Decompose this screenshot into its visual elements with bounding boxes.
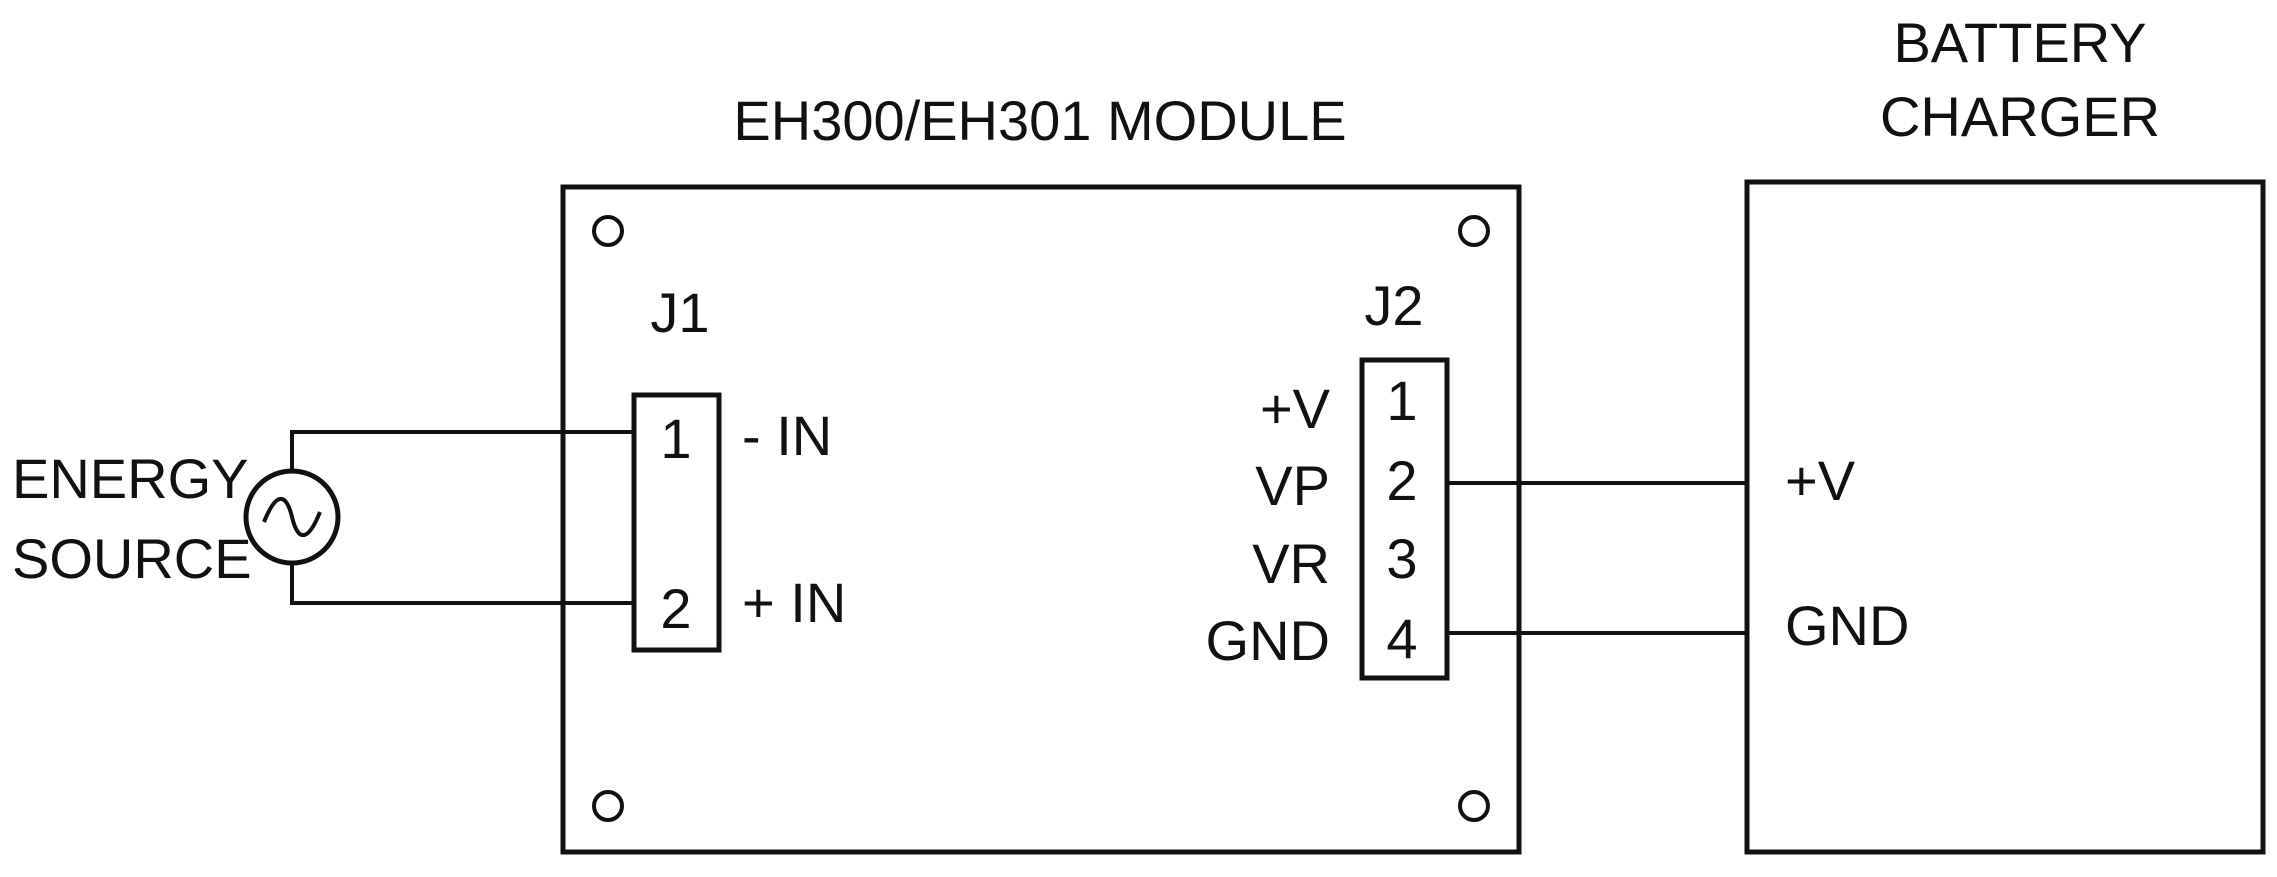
battery-charger-label-line1: BATTERY <box>1893 11 2146 74</box>
wire-source-to-j1-pin2 <box>290 563 634 605</box>
module-title: EH300/EH301 MODULE <box>733 89 1346 152</box>
charger-terminal-gnd: GND <box>1785 594 1909 657</box>
j1-pin-2-number: 2 <box>660 577 691 640</box>
j1-pin-1-number: 1 <box>660 407 691 470</box>
j2-pin-3-name: VR <box>1252 532 1330 595</box>
mounting-hole-bottom-right <box>1458 790 1490 822</box>
j2-connector <box>1359 357 1450 681</box>
energy-source-label-line2: SOURCE <box>12 527 252 590</box>
j2-pin-1-name: +V <box>1260 377 1331 440</box>
wire-source-to-j1-pin1 <box>290 430 634 471</box>
j2-label: J2 <box>1364 274 1423 337</box>
j2-pin-1-number: 1 <box>1386 369 1417 432</box>
mounting-hole-top-left <box>592 215 624 247</box>
charger-terminal-plus-v: +V <box>1785 449 1856 512</box>
mounting-hole-top-right <box>1458 215 1490 247</box>
energy-source-label-line1: ENERGY <box>12 447 249 510</box>
j1-connector <box>631 392 722 653</box>
j1-label: J1 <box>650 281 709 344</box>
mounting-hole-bottom-left <box>592 790 624 822</box>
module-box <box>560 184 1522 855</box>
j1-pin-1-name: - IN <box>742 404 832 467</box>
battery-charger-box <box>1744 179 2266 855</box>
j2-pin-2-name: VP <box>1255 454 1330 517</box>
j2-pin-4-number: 4 <box>1386 607 1417 670</box>
battery-charger-label-line2: CHARGER <box>1880 85 2160 148</box>
j2-pin-3-number: 3 <box>1386 527 1417 590</box>
sine-wave-icon <box>262 496 322 538</box>
j1-pin-2-name: + IN <box>742 571 846 634</box>
j2-pin-2-number: 2 <box>1386 449 1417 512</box>
j2-pin-4-name: GND <box>1206 609 1330 672</box>
